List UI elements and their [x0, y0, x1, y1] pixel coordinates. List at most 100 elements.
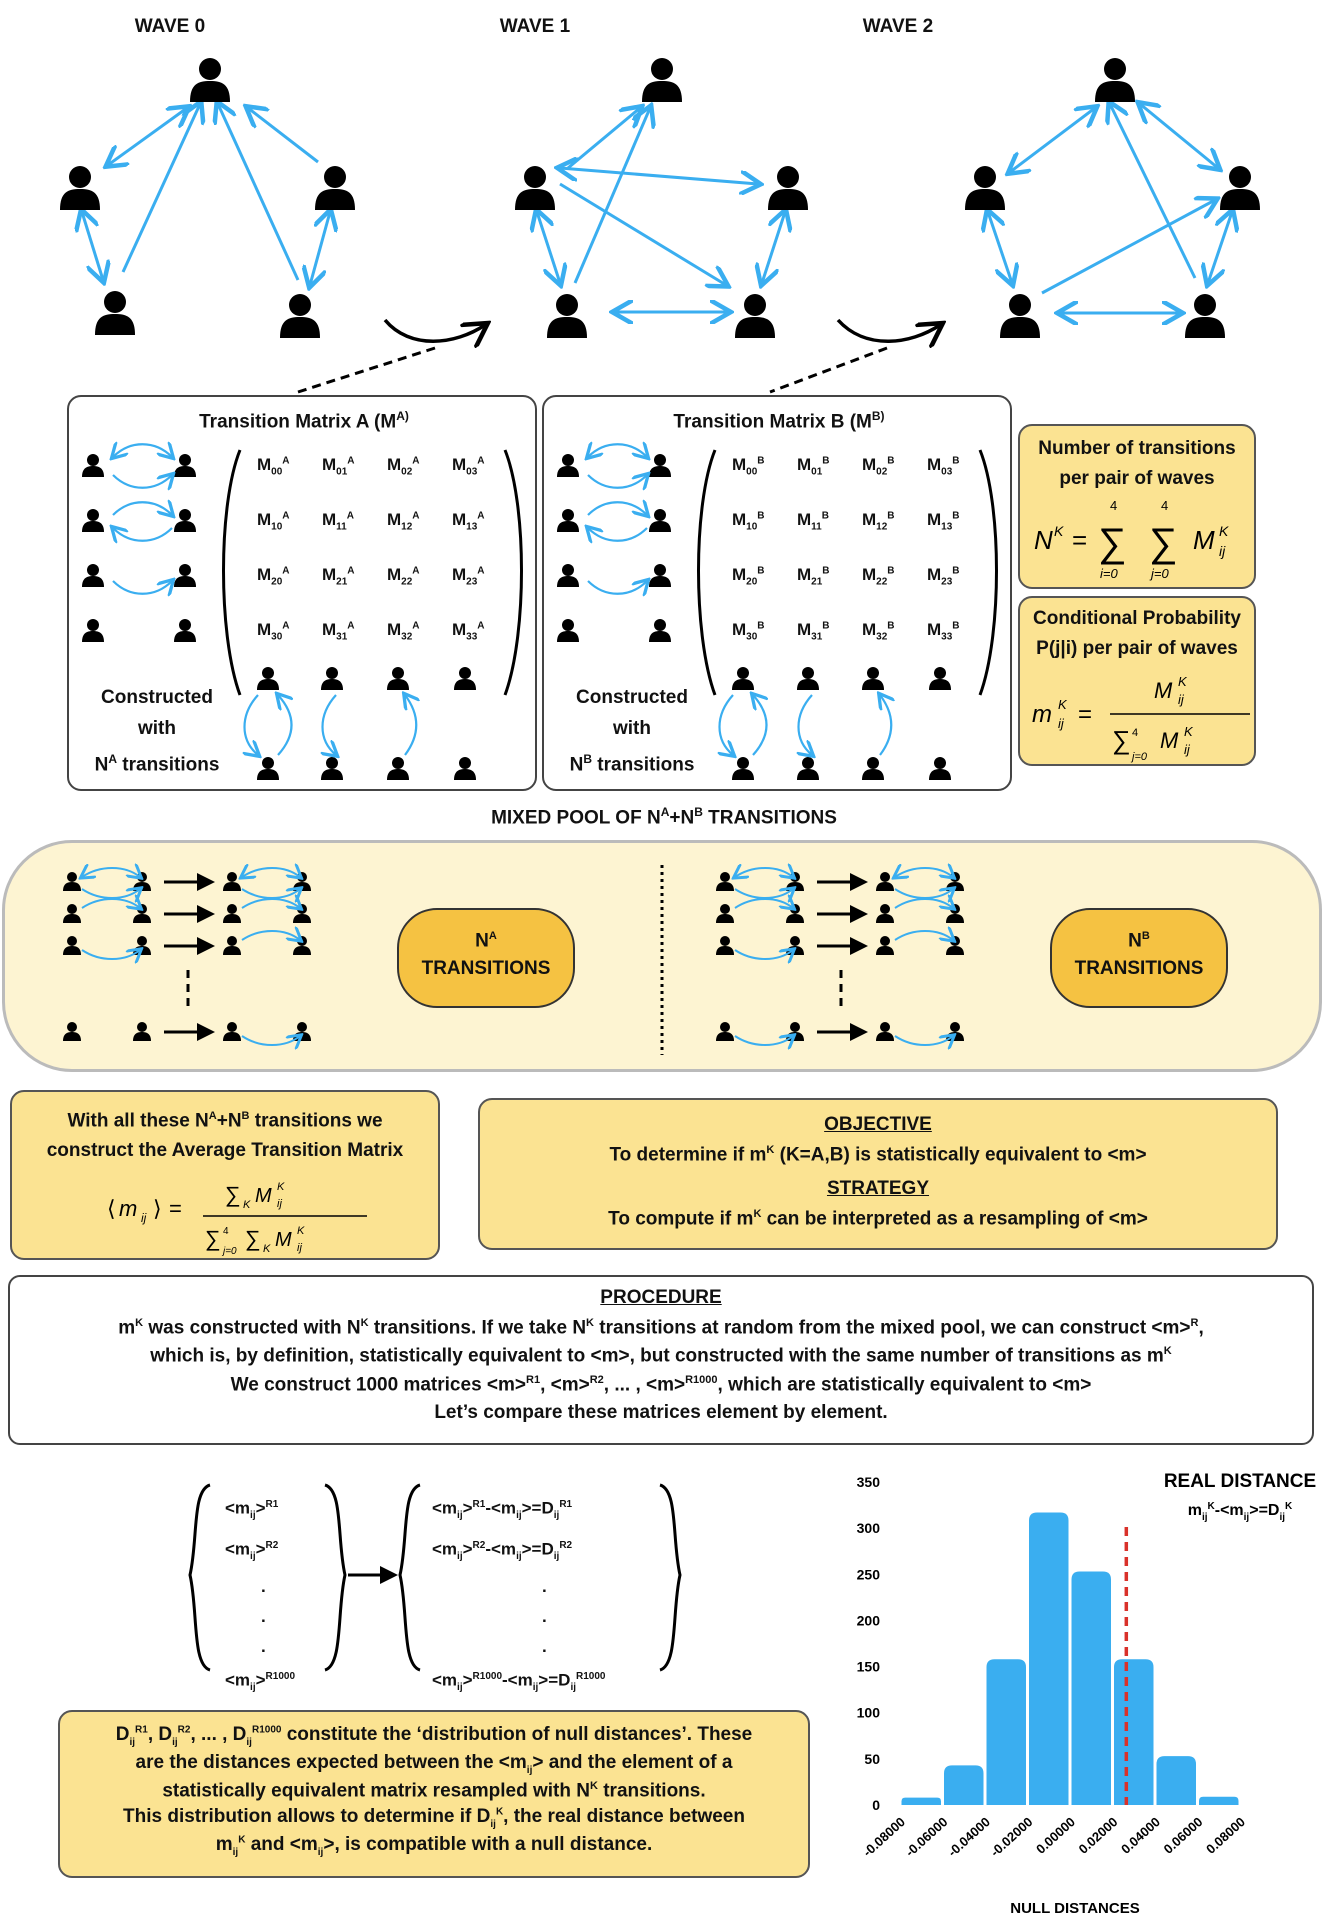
svg-text:∑: ∑ — [205, 1226, 221, 1251]
mixed-pool-title: MIXED POOL OF NA+NB TRANSITIONS — [491, 805, 837, 829]
matrix-a-cell-13: M13A — [452, 510, 485, 533]
histogram-bar — [901, 1797, 941, 1805]
matrix-decorations — [0, 395, 998, 780]
matrix-a-cell-01: M01A — [322, 455, 355, 478]
svg-text:=: = — [1072, 525, 1087, 555]
svg-text:m: m — [119, 1196, 137, 1221]
svg-text:M: M — [255, 1185, 272, 1207]
null-line1: DijR1, DijR2, ... , DijR1000 constitute … — [115, 1724, 753, 1748]
cond-prob-line1: Conditional Probability — [1033, 608, 1241, 629]
objective-heading: OBJECTIVE — [824, 1114, 932, 1135]
x-tick-label: 0.08000 — [1203, 1814, 1248, 1857]
matrix-b-cell-21: M21B — [797, 565, 830, 588]
svg-text:N: N — [1034, 525, 1053, 555]
matrix-a-cell-22: M22A — [387, 565, 420, 588]
y-tick-label: 0 — [872, 1797, 880, 1813]
matrix-b-cell-32: M32B — [862, 620, 895, 643]
y-tick-label: 250 — [857, 1566, 881, 1582]
x-tick-label: 0.00000 — [1033, 1814, 1078, 1857]
matrix-a-cell-33: M33A — [452, 620, 485, 643]
histogram-bar — [1199, 1796, 1239, 1805]
svg-text:4: 4 — [223, 1226, 229, 1237]
matrix-b-cell-01: M01B — [797, 455, 830, 478]
conditional-probability-box: Conditional Probability P(j|i) per pair … — [1018, 596, 1256, 766]
svg-text:=: = — [169, 1196, 182, 1221]
y-tick-label: 350 — [857, 1474, 881, 1490]
x-tick-label: 0.02000 — [1076, 1814, 1121, 1857]
num-transitions-formula: N K = 4 ∑ i=0 4 ∑ j=0 M K ij — [1034, 498, 1229, 581]
average-line1: With all these NA+NB transitions we — [67, 1110, 383, 1132]
svg-text:ij: ij — [1184, 742, 1191, 757]
svg-text:ij: ij — [141, 1211, 147, 1225]
resampled-sets — [188, 1483, 682, 1672]
svg-text:K: K — [1054, 523, 1064, 539]
svg-text:4: 4 — [1110, 498, 1117, 513]
histogram-bar — [1071, 1571, 1111, 1805]
x-tick-label: 0.04000 — [1118, 1814, 1163, 1857]
null-line4: This distribution allows to determine if… — [123, 1805, 745, 1830]
real-distance-annotation: mijK-<mij>=DijK — [1188, 1501, 1293, 1523]
svg-text:K: K — [297, 1225, 305, 1237]
matrix-b-cell-22: M22B — [862, 565, 895, 588]
wave-0-title: WAVE 0 — [134, 16, 206, 37]
average-matrix-box: With all these NA+NB transitions we cons… — [10, 1090, 440, 1260]
histogram-bar — [1114, 1659, 1154, 1805]
matrix-a-cell-03: M03A — [452, 455, 485, 478]
svg-text:K: K — [1058, 697, 1068, 712]
wave-1-title: WAVE 1 — [499, 16, 571, 37]
objective-strategy-box: OBJECTIVE To determine if mK (K=A,B) is … — [478, 1098, 1278, 1250]
null-line2: are the distances expected between the <… — [135, 1751, 733, 1776]
matrix-b-cell-20: M20B — [732, 565, 765, 588]
svg-text:∑: ∑ — [1098, 521, 1127, 565]
null-line3: statistically equivalent matrix resample… — [162, 1779, 706, 1801]
x-tick-label: -0.08000 — [860, 1814, 908, 1859]
average-formula: ⟨ m ij ⟩ = ∑ K M K ij ∑ 4 j=0 ∑ K M K ij — [107, 1181, 367, 1257]
svg-text:K: K — [1178, 674, 1188, 689]
matrix-b-cell-33: M33B — [927, 620, 960, 643]
svg-text:4: 4 — [1161, 498, 1168, 513]
matrix-a-cell-32: M32A — [387, 620, 420, 643]
matrix-a-cell-02: M02A — [387, 455, 420, 478]
svg-text:ij: ij — [297, 1242, 302, 1254]
resampled-set-right: <mij>R1-<mij>=DijR1 <mij>R2-<mij>=DijR2 … — [432, 1498, 606, 1694]
svg-text:ij: ij — [1058, 716, 1065, 731]
num-transitions-line2: per pair of waves — [1059, 468, 1215, 489]
svg-text:ij: ij — [1219, 543, 1226, 559]
y-tick-label: 200 — [857, 1612, 881, 1628]
average-line2: construct the Average Transition Matrix — [46, 1140, 404, 1162]
matrix-b-cell-11: M11B — [797, 510, 829, 533]
svg-text:M: M — [1154, 678, 1173, 703]
chart-title: REAL DISTANCE — [1164, 1471, 1316, 1492]
matrix-a-cell-31: M31A — [322, 620, 355, 643]
svg-text:⟩: ⟩ — [153, 1196, 162, 1221]
matrix-a-constructed-label: Constructed with NA transitions — [94, 687, 220, 776]
matrix-b-title: Transition Matrix B (MB) — [673, 409, 885, 433]
matrix-b-cell-03: M03B — [927, 455, 960, 478]
svg-text:ij: ij — [277, 1198, 282, 1210]
svg-text:m: m — [1032, 701, 1052, 728]
matrix-b-cell-13: M13B — [927, 510, 960, 533]
procedure-line4: Let’s compare these matrices element by … — [434, 1401, 888, 1423]
procedure-box: PROCEDURE mK was constructed with NK tra… — [8, 1275, 1314, 1445]
svg-text:j=0: j=0 — [221, 1246, 237, 1257]
strategy-heading: STRATEGY — [826, 1178, 930, 1200]
histogram-bars — [901, 1512, 1239, 1805]
svg-text:M: M — [1193, 525, 1215, 555]
procedure-line2: which is, by definition, statistically e… — [150, 1345, 1172, 1367]
matrix-b-cell-31: M31B — [797, 620, 830, 643]
matrix-b-cell-23: M23B — [927, 565, 960, 588]
resampled-set-left: <mij>R1 <mij>R2 . . . <mij>R1000 — [225, 1498, 296, 1694]
matrix-a-cell-30: M30A — [257, 620, 290, 643]
svg-text:∑: ∑ — [1149, 521, 1178, 565]
number-of-transitions-box: Number of transitions per pair of waves … — [1018, 424, 1256, 589]
svg-text:4: 4 — [1132, 727, 1138, 739]
y-tick-label: 100 — [857, 1705, 881, 1721]
histogram-bar — [944, 1765, 984, 1805]
procedure-line1: mK was constructed with NK transitions. … — [118, 1317, 1204, 1339]
x-axis-ticks: -0.08000-0.06000-0.04000-0.020000.000000… — [860, 1814, 1248, 1859]
svg-text:=: = — [1078, 701, 1092, 728]
matrix-a-cell-10: M10A — [257, 510, 290, 533]
matrix-a-title: Transition Matrix A (MA) — [199, 409, 409, 433]
